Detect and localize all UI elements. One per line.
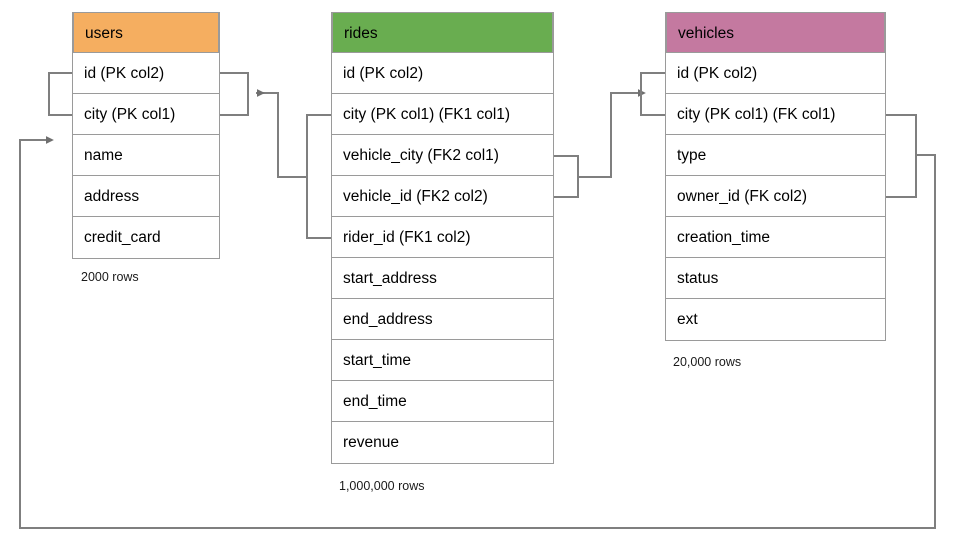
- edge-rides-fk1-bracket: [306, 114, 332, 239]
- entity-vehicles-field-ext[interactable]: ext: [666, 299, 885, 340]
- edge-vehicles-fk-bracket: [885, 114, 917, 198]
- entity-vehicles-field-creation-time[interactable]: creation_time: [666, 217, 885, 258]
- entity-vehicles-field-owner-id[interactable]: owner_id (FK col2): [666, 176, 885, 217]
- entity-rides-field-vehicle-city[interactable]: vehicle_city (FK2 col1): [332, 135, 553, 176]
- entity-rides[interactable]: rides id (PK col2) city (PK col1) (FK1 c…: [331, 12, 554, 464]
- edge-rides-fk2-link: [577, 89, 646, 178]
- entity-rides-field-city[interactable]: city (PK col1) (FK1 col1): [332, 94, 553, 135]
- entity-rides-field-id[interactable]: id (PK col2): [332, 53, 553, 94]
- entity-users-row-count: 2000 rows: [81, 270, 139, 284]
- entity-users-field-address[interactable]: address: [73, 176, 219, 217]
- entity-rides-field-vehicle-id[interactable]: vehicle_id (FK2 col2): [332, 176, 553, 217]
- entity-users-header[interactable]: users: [73, 12, 219, 53]
- entity-users-field-id[interactable]: id (PK col2): [73, 53, 219, 94]
- entity-vehicles-header[interactable]: vehicles: [666, 12, 885, 53]
- entity-vehicles-field-id[interactable]: id (PK col2): [666, 53, 885, 94]
- entity-users[interactable]: users id (PK col2) city (PK col1) name a…: [72, 12, 220, 259]
- entity-vehicles-field-status[interactable]: status: [666, 258, 885, 299]
- entity-vehicles-field-type[interactable]: type: [666, 135, 885, 176]
- entity-rides-field-start-address[interactable]: start_address: [332, 258, 553, 299]
- entity-rides-field-rider-id[interactable]: rider_id (FK1 col2): [332, 217, 553, 258]
- edge-users-left-bracket: [48, 72, 73, 116]
- entity-users-field-city[interactable]: city (PK col1): [73, 94, 219, 135]
- entity-vehicles-row-count: 20,000 rows: [673, 355, 742, 369]
- edge-rides-fk1-link: [256, 89, 308, 178]
- entity-vehicles-field-city[interactable]: city (PK col1) (FK col1): [666, 94, 885, 135]
- entity-rides-field-start-time[interactable]: start_time: [332, 340, 553, 381]
- entity-rides-field-end-time[interactable]: end_time: [332, 381, 553, 422]
- entity-rides-field-revenue[interactable]: revenue: [332, 422, 553, 463]
- entity-rides-row-count: 1,000,000 rows: [339, 479, 425, 493]
- edge-vehicles-left-bracket: [640, 72, 666, 116]
- entity-rides-header[interactable]: rides: [332, 12, 553, 53]
- entity-vehicles[interactable]: vehicles id (PK col2) city (PK col1) (FK…: [665, 12, 886, 341]
- entity-users-field-credit-card[interactable]: credit_card: [73, 217, 219, 258]
- entity-users-field-name[interactable]: name: [73, 135, 219, 176]
- entity-rides-field-end-address[interactable]: end_address: [332, 299, 553, 340]
- edge-users-right-bracket: [219, 72, 249, 116]
- edge-rides-fk2-bracket: [553, 155, 579, 198]
